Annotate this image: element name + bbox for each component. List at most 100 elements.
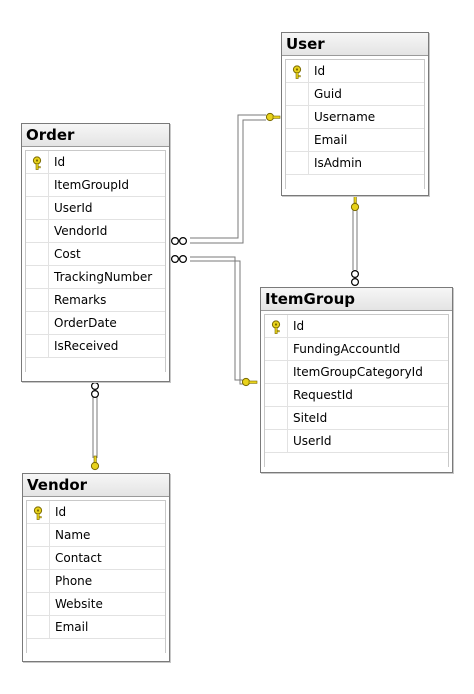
column-name: Name [55, 528, 91, 542]
row-selector [27, 570, 50, 592]
column-row[interactable]: VendorId [26, 220, 165, 243]
row-selector [26, 151, 49, 173]
relationship-order-itemgroup[interactable] [171, 255, 258, 387]
row-selector [26, 312, 49, 334]
row-selector [286, 60, 309, 82]
row-selector [27, 524, 50, 546]
column-name: IsReceived [54, 339, 119, 353]
column-name: ItemGroupCategoryId [293, 365, 423, 379]
column-name: Id [55, 505, 67, 519]
column-name: Id [314, 64, 326, 78]
column-row[interactable]: Name [27, 524, 165, 547]
row-selector [26, 335, 49, 357]
one-end-key-icon [241, 377, 258, 387]
column-row[interactable]: Phone [27, 570, 165, 593]
row-selector [27, 547, 50, 569]
primary-key-icon [270, 319, 282, 341]
table-title: User [282, 33, 428, 56]
column-row[interactable]: Username [286, 106, 424, 129]
table-title: ItemGroup [261, 288, 452, 311]
column-row[interactable]: Id [26, 151, 165, 174]
column-row[interactable]: OrderDate [26, 312, 165, 335]
column-name: Id [293, 319, 305, 333]
row-selector [26, 174, 49, 196]
column-name: UserId [293, 434, 332, 448]
column-name: OrderDate [54, 316, 117, 330]
row-selector [286, 152, 309, 174]
column-name: VendorId [54, 224, 108, 238]
column-name: Remarks [54, 293, 107, 307]
one-end-key-icon [90, 455, 100, 471]
row-selector [26, 289, 49, 311]
column-name: IsAdmin [314, 156, 363, 170]
row-selector [265, 430, 288, 452]
many-end-infinity-icon [351, 270, 360, 287]
column-row[interactable]: RequestId [265, 384, 448, 407]
primary-key-icon [32, 505, 44, 527]
column-name: SiteId [293, 411, 328, 425]
column-row[interactable]: IsAdmin [286, 152, 424, 175]
column-row[interactable]: Cost [26, 243, 165, 266]
primary-key-icon [31, 155, 43, 177]
column-name: Website [55, 597, 103, 611]
column-row[interactable]: Email [286, 129, 424, 152]
column-row[interactable]: Remarks [26, 289, 165, 312]
column-row[interactable]: Contact [27, 547, 165, 570]
column-name: FundingAccountId [293, 342, 401, 356]
column-row[interactable]: Id [265, 315, 448, 338]
column-name: Cost [54, 247, 81, 261]
column-name: Contact [55, 551, 102, 565]
one-end-key-icon [350, 195, 360, 212]
column-name: RequestId [293, 388, 353, 402]
column-name: Guid [314, 87, 342, 101]
column-name: Email [55, 620, 89, 634]
column-row[interactable]: ItemGroupId [26, 174, 165, 197]
column-row[interactable]: FundingAccountId [265, 338, 448, 361]
row-selector [26, 197, 49, 219]
column-row[interactable]: Id [27, 501, 165, 524]
one-end-key-icon [265, 112, 281, 122]
relationship-order-user[interactable] [171, 112, 281, 246]
many-end-infinity-icon [90, 382, 99, 399]
column-row[interactable]: SiteId [265, 407, 448, 430]
empty-row [27, 639, 165, 653]
row-selector [265, 338, 288, 360]
column-name: Id [54, 155, 66, 169]
row-selector [27, 501, 50, 523]
column-row[interactable]: Website [27, 593, 165, 616]
column-name: UserId [54, 201, 93, 215]
primary-key-icon [291, 64, 303, 86]
column-row[interactable]: ItemGroupCategoryId [265, 361, 448, 384]
row-selector [26, 220, 49, 242]
column-row[interactable]: Id [286, 60, 424, 83]
column-row[interactable]: IsReceived [26, 335, 165, 358]
empty-row [265, 453, 448, 467]
row-selector [27, 593, 50, 615]
column-row[interactable]: TrackingNumber [26, 266, 165, 289]
column-name: Phone [55, 574, 93, 588]
column-name: ItemGroupId [54, 178, 130, 192]
column-row[interactable]: Email [27, 616, 165, 639]
row-selector [265, 384, 288, 406]
many-end-infinity-icon [171, 237, 188, 246]
column-row[interactable]: UserId [265, 430, 448, 453]
row-selector [265, 407, 288, 429]
column-name: TrackingNumber [54, 270, 153, 284]
relationship-itemgroup-user[interactable] [350, 195, 360, 287]
column-row[interactable]: Guid [286, 83, 424, 106]
relationship-order-vendor[interactable] [90, 382, 100, 471]
row-selector [265, 361, 288, 383]
column-name: Username [314, 110, 376, 124]
row-selector [26, 266, 49, 288]
empty-row [286, 175, 424, 189]
row-selector [286, 129, 309, 151]
column-row[interactable]: UserId [26, 197, 165, 220]
